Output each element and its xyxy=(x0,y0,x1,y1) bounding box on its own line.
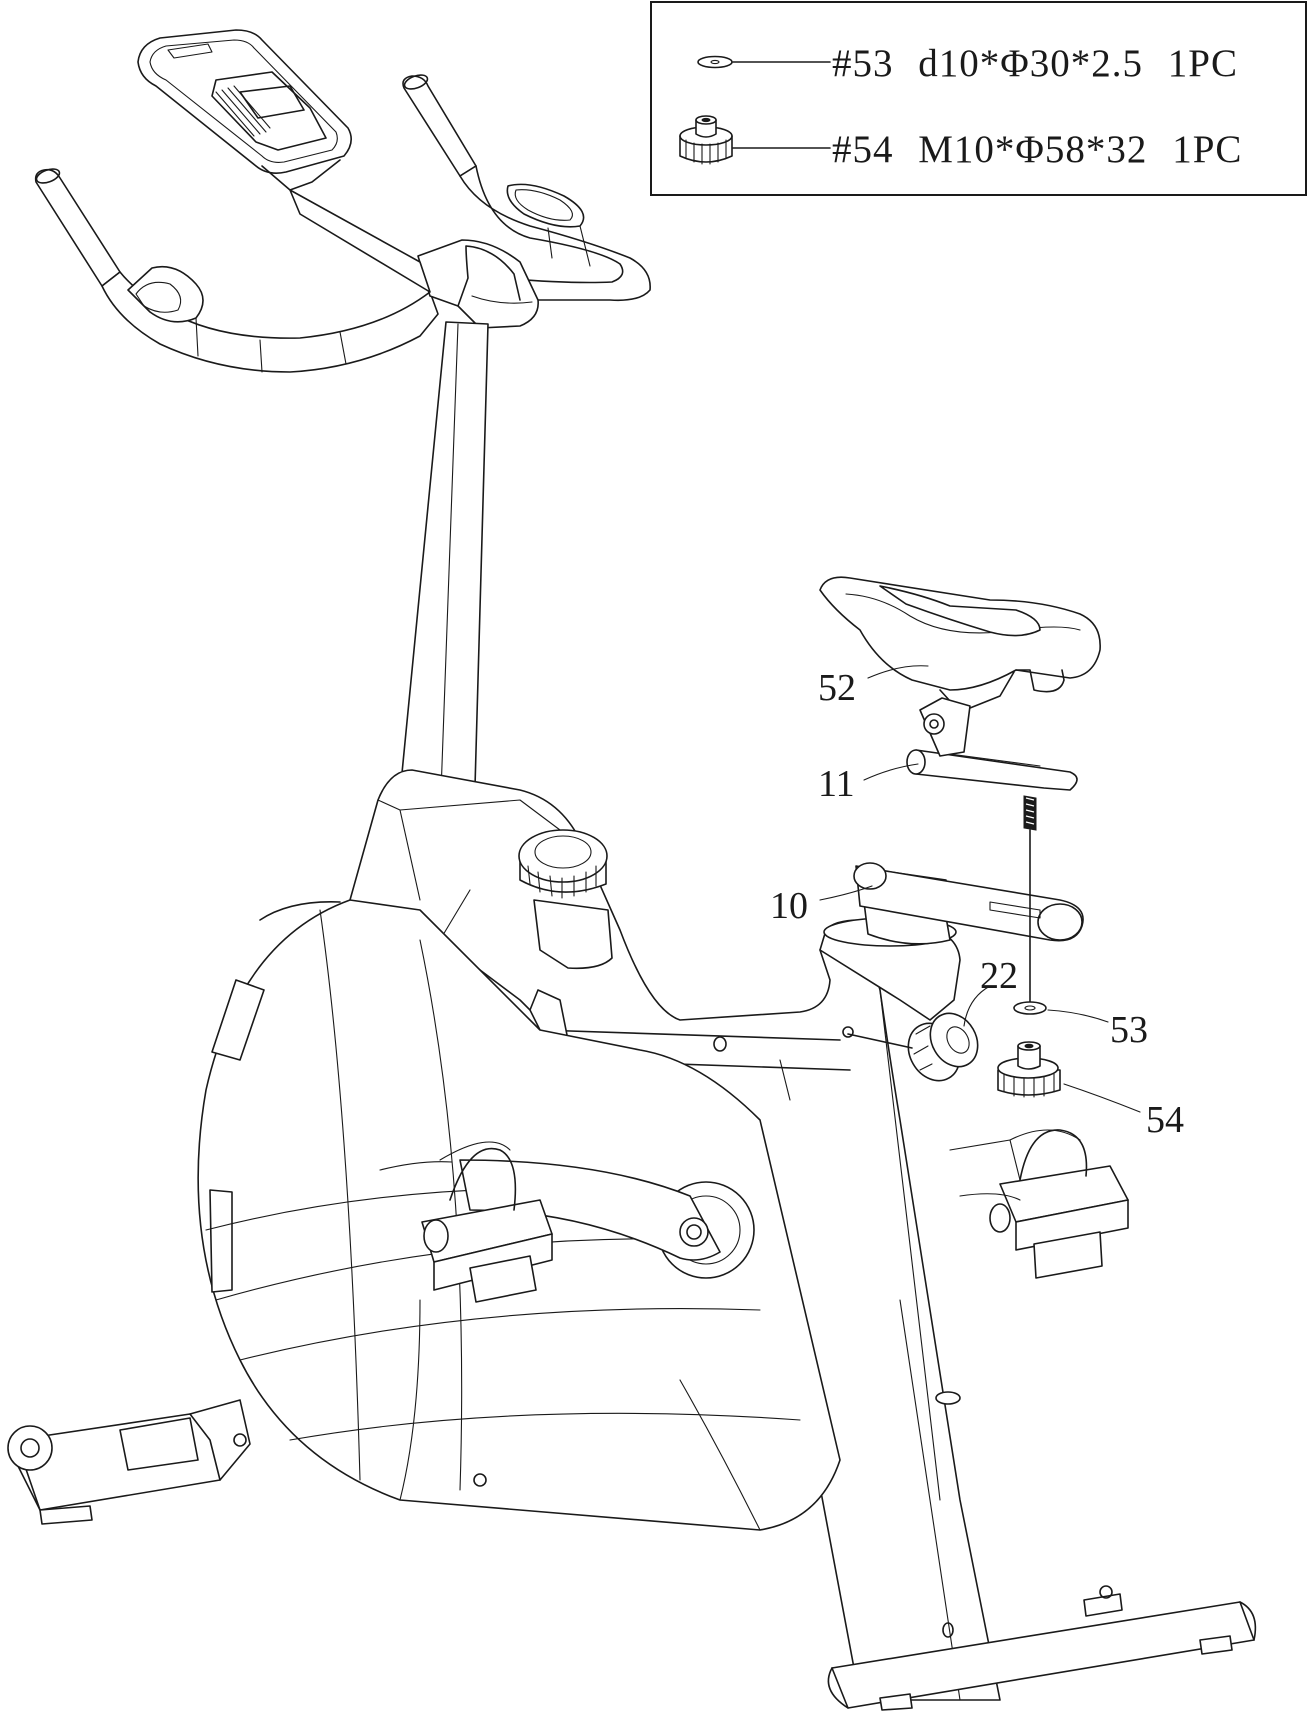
legend-qty: 1PC xyxy=(1168,42,1238,85)
seat-post-icon xyxy=(853,862,1084,945)
knob-icon xyxy=(679,115,733,165)
front-stabilizer-icon xyxy=(7,1399,251,1525)
adjustment-knob-icon xyxy=(847,1012,979,1082)
callout-52: 52 xyxy=(818,667,856,709)
left-pedal-icon xyxy=(379,1141,553,1303)
right-pedal-icon xyxy=(949,1129,1129,1279)
callout-53: 53 xyxy=(1110,1009,1148,1051)
handlebar-icon xyxy=(34,74,651,373)
parts-legend: #53 d10*Φ30*2.5 1PC #54 M10*Φ58*32 1PC xyxy=(650,1,1307,196)
washer-part-icon xyxy=(1013,1001,1047,1015)
callout-54: 54 xyxy=(1146,1099,1184,1141)
seat-icon xyxy=(819,576,1101,757)
callout-22: 22 xyxy=(980,955,1018,997)
knob-part-icon xyxy=(997,1041,1061,1098)
crank-icon xyxy=(459,1159,755,1279)
console-icon xyxy=(137,29,352,191)
legend-part: #53 xyxy=(832,42,894,85)
legend-part: #54 xyxy=(832,128,894,171)
tension-knob-icon xyxy=(518,829,613,970)
handlebar-stem-icon xyxy=(397,321,489,823)
seat-slider-icon xyxy=(906,749,1078,1011)
legend-spec: M10*Φ58*32 xyxy=(918,128,1147,171)
legend-row-54: #54 M10*Φ58*32 1PC xyxy=(832,128,1242,171)
callout-leaders xyxy=(819,665,1141,1113)
washer-icon xyxy=(697,55,733,69)
legend-spec: d10*Φ30*2.5 xyxy=(918,42,1143,85)
legend-qty: 1PC xyxy=(1172,128,1242,171)
legend-row-53: #53 d10*Φ30*2.5 1PC xyxy=(832,42,1238,85)
callout-11: 11 xyxy=(818,763,855,805)
callout-10: 10 xyxy=(770,885,808,927)
rear-stabilizer-icon xyxy=(827,1585,1257,1711)
